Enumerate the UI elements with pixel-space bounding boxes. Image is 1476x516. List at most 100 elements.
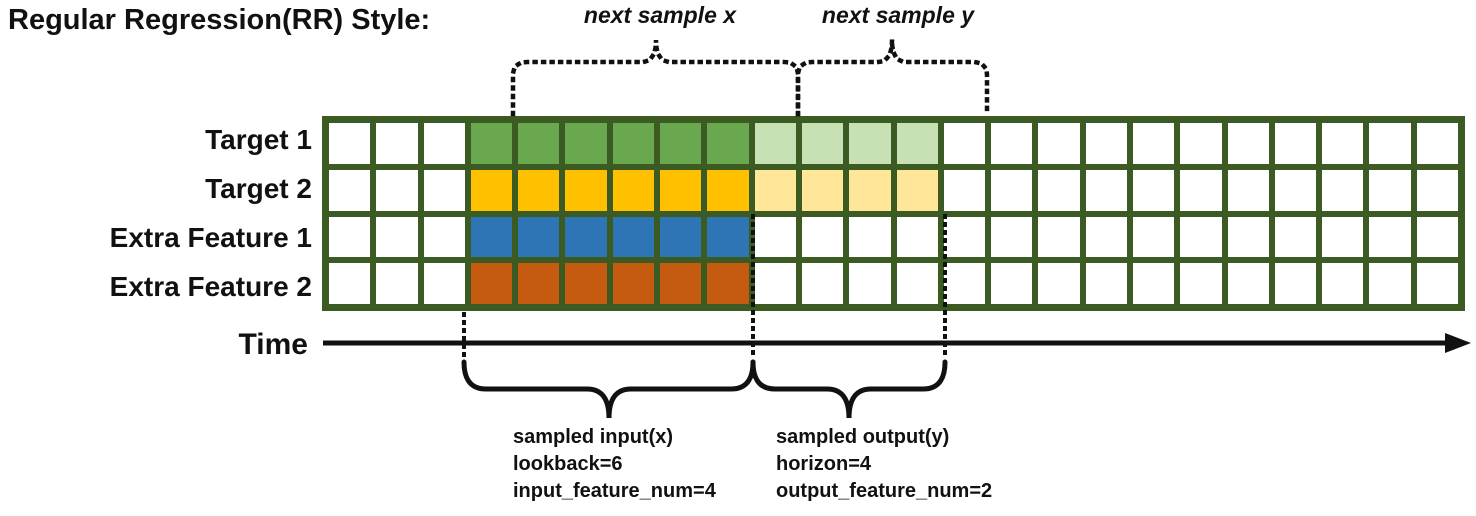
grid-cell [1180, 216, 1222, 258]
grid-cell [470, 216, 513, 258]
grid-cell [1274, 169, 1317, 211]
grid-cell [565, 169, 607, 211]
grid-cell [612, 169, 655, 211]
grid-cell [423, 123, 465, 164]
grid-cell [943, 123, 986, 164]
grid-cell [707, 263, 749, 304]
output-feature-num: output_feature_num=2 [776, 480, 993, 502]
grid-cell [376, 123, 418, 164]
grid-cell [660, 216, 702, 258]
grid-cell [896, 169, 938, 211]
grid-cell [1274, 216, 1317, 258]
grid-cell [801, 263, 844, 304]
grid-cell [423, 263, 465, 304]
grid-cell [801, 123, 844, 164]
grid-cell [1416, 263, 1458, 304]
row-label-extra-feature-2: Extra Feature 2 [109, 271, 312, 302]
grid-cell [707, 169, 749, 211]
grid-cell [565, 216, 607, 258]
grid-cell [1038, 123, 1080, 164]
grid-cell [329, 169, 371, 211]
grid-cell [991, 169, 1033, 211]
grid-cell [1416, 169, 1458, 211]
grid-cell [849, 169, 891, 211]
grid-cell [470, 263, 513, 304]
grid [322, 116, 1465, 311]
grid-cell [1085, 263, 1127, 304]
grid-cell [943, 169, 986, 211]
horizon-value: horizon=4 [776, 453, 872, 475]
row-label-target-1: Target 1 [205, 124, 312, 155]
grid-cell [1038, 263, 1080, 304]
grid-cell [943, 263, 986, 304]
grid-cell [376, 263, 418, 304]
grid-cell [612, 123, 655, 164]
grid-cell [329, 216, 371, 258]
grid-cell [423, 169, 465, 211]
grid-cell [849, 216, 891, 258]
sampled-output-note: sampled output(y) horizon=4 output_featu… [776, 424, 992, 505]
grid-cell [518, 123, 560, 164]
grid-cell [801, 216, 844, 258]
row-label-target-2: Target 2 [205, 173, 312, 204]
grid-cell [896, 216, 938, 258]
sampled-output-brace [750, 359, 948, 419]
grid-cell [754, 169, 796, 211]
grid-cell [801, 169, 844, 211]
grid-cell [754, 123, 796, 164]
sampled-input-title: sampled input(x) [513, 426, 674, 448]
grid-cell [1227, 263, 1269, 304]
grid-cell [849, 123, 891, 164]
grid-cell [1180, 263, 1222, 304]
grid-cell [1416, 123, 1458, 164]
grid-cell [896, 263, 938, 304]
grid-cell [1085, 216, 1127, 258]
time-axis-label: Time [238, 328, 308, 361]
grid-cell [470, 123, 513, 164]
grid-cell [660, 169, 702, 211]
grid-cell [991, 216, 1033, 258]
grid-cell [1038, 216, 1080, 258]
grid-cell [1132, 169, 1175, 211]
grid-cell [518, 263, 560, 304]
next-sample-x-label: next sample x [583, 2, 737, 28]
row-label-extra-feature-1: Extra Feature 1 [109, 222, 312, 253]
time-arrowhead-icon [1445, 333, 1471, 353]
sampled-input-brace [461, 359, 756, 419]
input-feature-num: input_feature_num=4 [513, 480, 716, 502]
grid-cell [1038, 169, 1080, 211]
grid-cell [943, 216, 986, 258]
grid-cell [1132, 216, 1175, 258]
grid-cell [707, 123, 749, 164]
grid-cell [1322, 263, 1364, 304]
next-sample-y-brace [795, 39, 990, 117]
grid-cell [1369, 123, 1411, 164]
grid-cell [1322, 216, 1364, 258]
grid-cell [518, 216, 560, 258]
next-sample-x-brace [510, 39, 801, 117]
grid-cell [1180, 123, 1222, 164]
grid-cell [612, 263, 655, 304]
grid-cell [1274, 263, 1317, 304]
sampled-output-title: sampled output(y) [776, 426, 950, 448]
sampled-input-note: sampled input(x) lookback=6 input_featur… [513, 424, 716, 505]
grid-cell [1369, 216, 1411, 258]
grid-cell [754, 216, 796, 258]
grid-cell [849, 263, 891, 304]
grid-cell [423, 216, 465, 258]
grid-cell [376, 216, 418, 258]
grid-cell [1322, 123, 1364, 164]
grid-cell [329, 123, 371, 164]
grid-cell [1227, 123, 1269, 164]
grid-cell [1085, 169, 1127, 211]
diagram-title: Regular Regression(RR) Style: [8, 4, 431, 36]
grid-cell [660, 123, 702, 164]
grid-cell [1369, 263, 1411, 304]
grid-cell [329, 263, 371, 304]
grid-cell [1085, 123, 1127, 164]
grid-cell [1132, 123, 1175, 164]
grid-cell [991, 263, 1033, 304]
grid-cell [707, 216, 749, 258]
grid-cell [1132, 263, 1175, 304]
